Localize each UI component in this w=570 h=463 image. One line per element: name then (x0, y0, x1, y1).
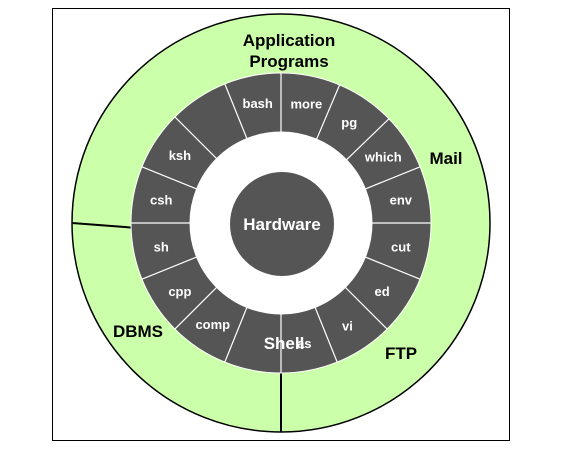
shell-command-csh: csh (150, 193, 172, 208)
shell-label: Shell (264, 334, 305, 353)
application-programs-label-line1: Application (243, 31, 336, 50)
shell-segment-divider (344, 286, 388, 330)
hardware-label: Hardware (243, 215, 320, 234)
application-programs-label-line2: Programs (249, 52, 328, 71)
shell-command-which: which (364, 150, 402, 165)
shell-command-sh: sh (154, 239, 169, 254)
shell-segment-divider (174, 286, 218, 330)
dbms-label: DBMS (113, 322, 163, 341)
shell-command-cpp: cpp (168, 284, 191, 299)
shell-segment-divider (365, 256, 421, 280)
shell-segment-divider (224, 307, 248, 363)
shell-command-comp: comp (195, 317, 230, 332)
shell-command-as: as (297, 336, 311, 351)
shell-command-more: more (291, 97, 323, 112)
shell-segment-divider (141, 256, 197, 280)
kernel-layer: Hardware (189, 131, 373, 315)
shell-segment-divider (314, 307, 338, 363)
shell-command-pg: pg (341, 115, 357, 130)
shell-command-ksh: ksh (169, 148, 191, 163)
shell-command-bash: bash (243, 96, 273, 111)
mail-label: Mail (429, 149, 462, 168)
shell-segment-divider (141, 166, 197, 190)
shell-segment-divider (224, 83, 248, 139)
application-divider-left (71, 222, 138, 229)
shell-command-env: env (390, 193, 413, 208)
shell-command-labels: bash more pg which env cut ed vi as comp cpp sh csh k… (150, 96, 413, 351)
shell-command-vi: vi (342, 318, 353, 333)
shell-segment-divider (346, 118, 390, 161)
shell-command-cut: cut (391, 239, 411, 254)
shell-command-ed: ed (375, 284, 390, 299)
ftp-label: FTP (385, 344, 417, 363)
hardware-core (230, 172, 334, 276)
shell-segment-dividers (131, 73, 431, 373)
shell-segment-divider (174, 116, 218, 160)
outer-labels: Application Programs Mail FTP DBMS (113, 31, 463, 363)
shell-segment-divider (365, 166, 421, 190)
shell-segment-divider (316, 84, 341, 140)
